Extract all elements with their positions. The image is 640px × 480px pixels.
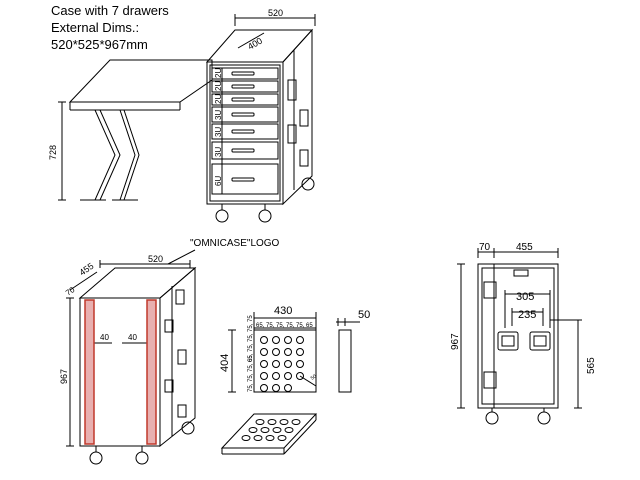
drawer-1 bbox=[211, 67, 279, 80]
panel-thickness-dim: 50 bbox=[358, 309, 370, 321]
front-view bbox=[66, 249, 197, 465]
panel-spacing-side: 65, 75, 75, 75, 75 bbox=[248, 315, 254, 362]
drawer-5 bbox=[211, 123, 279, 140]
front-width-dim: 520 bbox=[148, 254, 163, 264]
side-depth-dim: 455 bbox=[516, 242, 533, 253]
top-depth-dim: 400 bbox=[246, 36, 264, 52]
drawer-4 bbox=[211, 106, 279, 123]
handle-height-dim: 565 bbox=[586, 357, 597, 374]
perforated-panel bbox=[253, 329, 317, 393]
side-handle-right bbox=[529, 331, 551, 351]
drawer-label-2: 2U bbox=[214, 81, 223, 91]
panel-hole-dim: 50 bbox=[310, 373, 318, 381]
side-wheel-right bbox=[537, 411, 551, 425]
side-lid-dim: 70 bbox=[479, 242, 491, 253]
front-wheel-rear bbox=[181, 421, 195, 435]
rail-left-dim: 40 bbox=[100, 333, 109, 342]
drawer-label-3: 2U bbox=[214, 94, 223, 104]
panel-spacing-side-2: 75, 75, 75, 65 bbox=[248, 355, 254, 392]
panel-iso-holes bbox=[241, 419, 301, 441]
title-block: Case with 7 drawers External Dims.: 520*… bbox=[51, 2, 169, 53]
table-top bbox=[68, 59, 213, 103]
front-case-side bbox=[159, 266, 196, 448]
front-wheel-right bbox=[135, 451, 149, 465]
front-wheel-left bbox=[89, 451, 103, 465]
drawer-2 bbox=[211, 80, 279, 93]
side-wheel-left bbox=[485, 411, 499, 425]
rail-right-dim: 40 bbox=[128, 333, 137, 342]
rail-right bbox=[146, 299, 157, 445]
handle-outer-dim: 305 bbox=[516, 291, 534, 303]
panel-height-dim: 404 bbox=[219, 354, 231, 372]
drawer-case-side bbox=[282, 28, 313, 206]
title-line-1: Case with 7 drawers bbox=[51, 3, 169, 18]
panel-thickness-view bbox=[338, 329, 352, 393]
rail-left bbox=[84, 299, 95, 445]
side-view bbox=[457, 248, 582, 425]
drawer-label-6: 3U bbox=[214, 147, 223, 157]
front-height-dim: 967 bbox=[59, 369, 69, 384]
side-height-dim: 967 bbox=[450, 333, 461, 350]
case-with-table-view bbox=[58, 14, 316, 223]
top-width-dim: 520 bbox=[268, 8, 283, 18]
panel-view bbox=[220, 312, 360, 455]
table-leg-left bbox=[94, 109, 116, 201]
drawer-6 bbox=[211, 141, 279, 160]
drawer-label-1: 2U bbox=[214, 68, 223, 78]
handle-inner-dim: 235 bbox=[518, 309, 536, 321]
panel-spacing-top: 65, 75, 75, 75, 75, 65 bbox=[256, 323, 313, 329]
drawer-7 bbox=[211, 163, 279, 195]
wheel-front-left bbox=[215, 209, 229, 223]
side-latch-bottom bbox=[483, 371, 497, 389]
panel-width-dim: 430 bbox=[274, 305, 292, 317]
wheel-rear bbox=[301, 177, 315, 191]
drawer-3 bbox=[211, 93, 279, 106]
side-top-handle bbox=[513, 269, 529, 277]
drawer-labels: 2U 2U 2U 3U 3U 3U 6U bbox=[214, 68, 223, 186]
title-line-3: 520*525*967mm bbox=[51, 37, 148, 52]
drawer-label-4: 3U bbox=[214, 110, 223, 120]
panel-holes bbox=[260, 336, 304, 392]
side-latch-top bbox=[483, 281, 497, 299]
table-height-dim: 728 bbox=[48, 145, 58, 160]
wheel-front-right bbox=[258, 209, 272, 223]
drawer-label-7: 6U bbox=[214, 176, 223, 186]
drawer-label-5: 3U bbox=[214, 127, 223, 137]
side-handle-left bbox=[497, 331, 519, 351]
table-leg-right bbox=[119, 109, 136, 201]
title-line-2: External Dims.: bbox=[51, 20, 140, 35]
logo-note: "OMNICASE"LOGO bbox=[190, 238, 280, 249]
